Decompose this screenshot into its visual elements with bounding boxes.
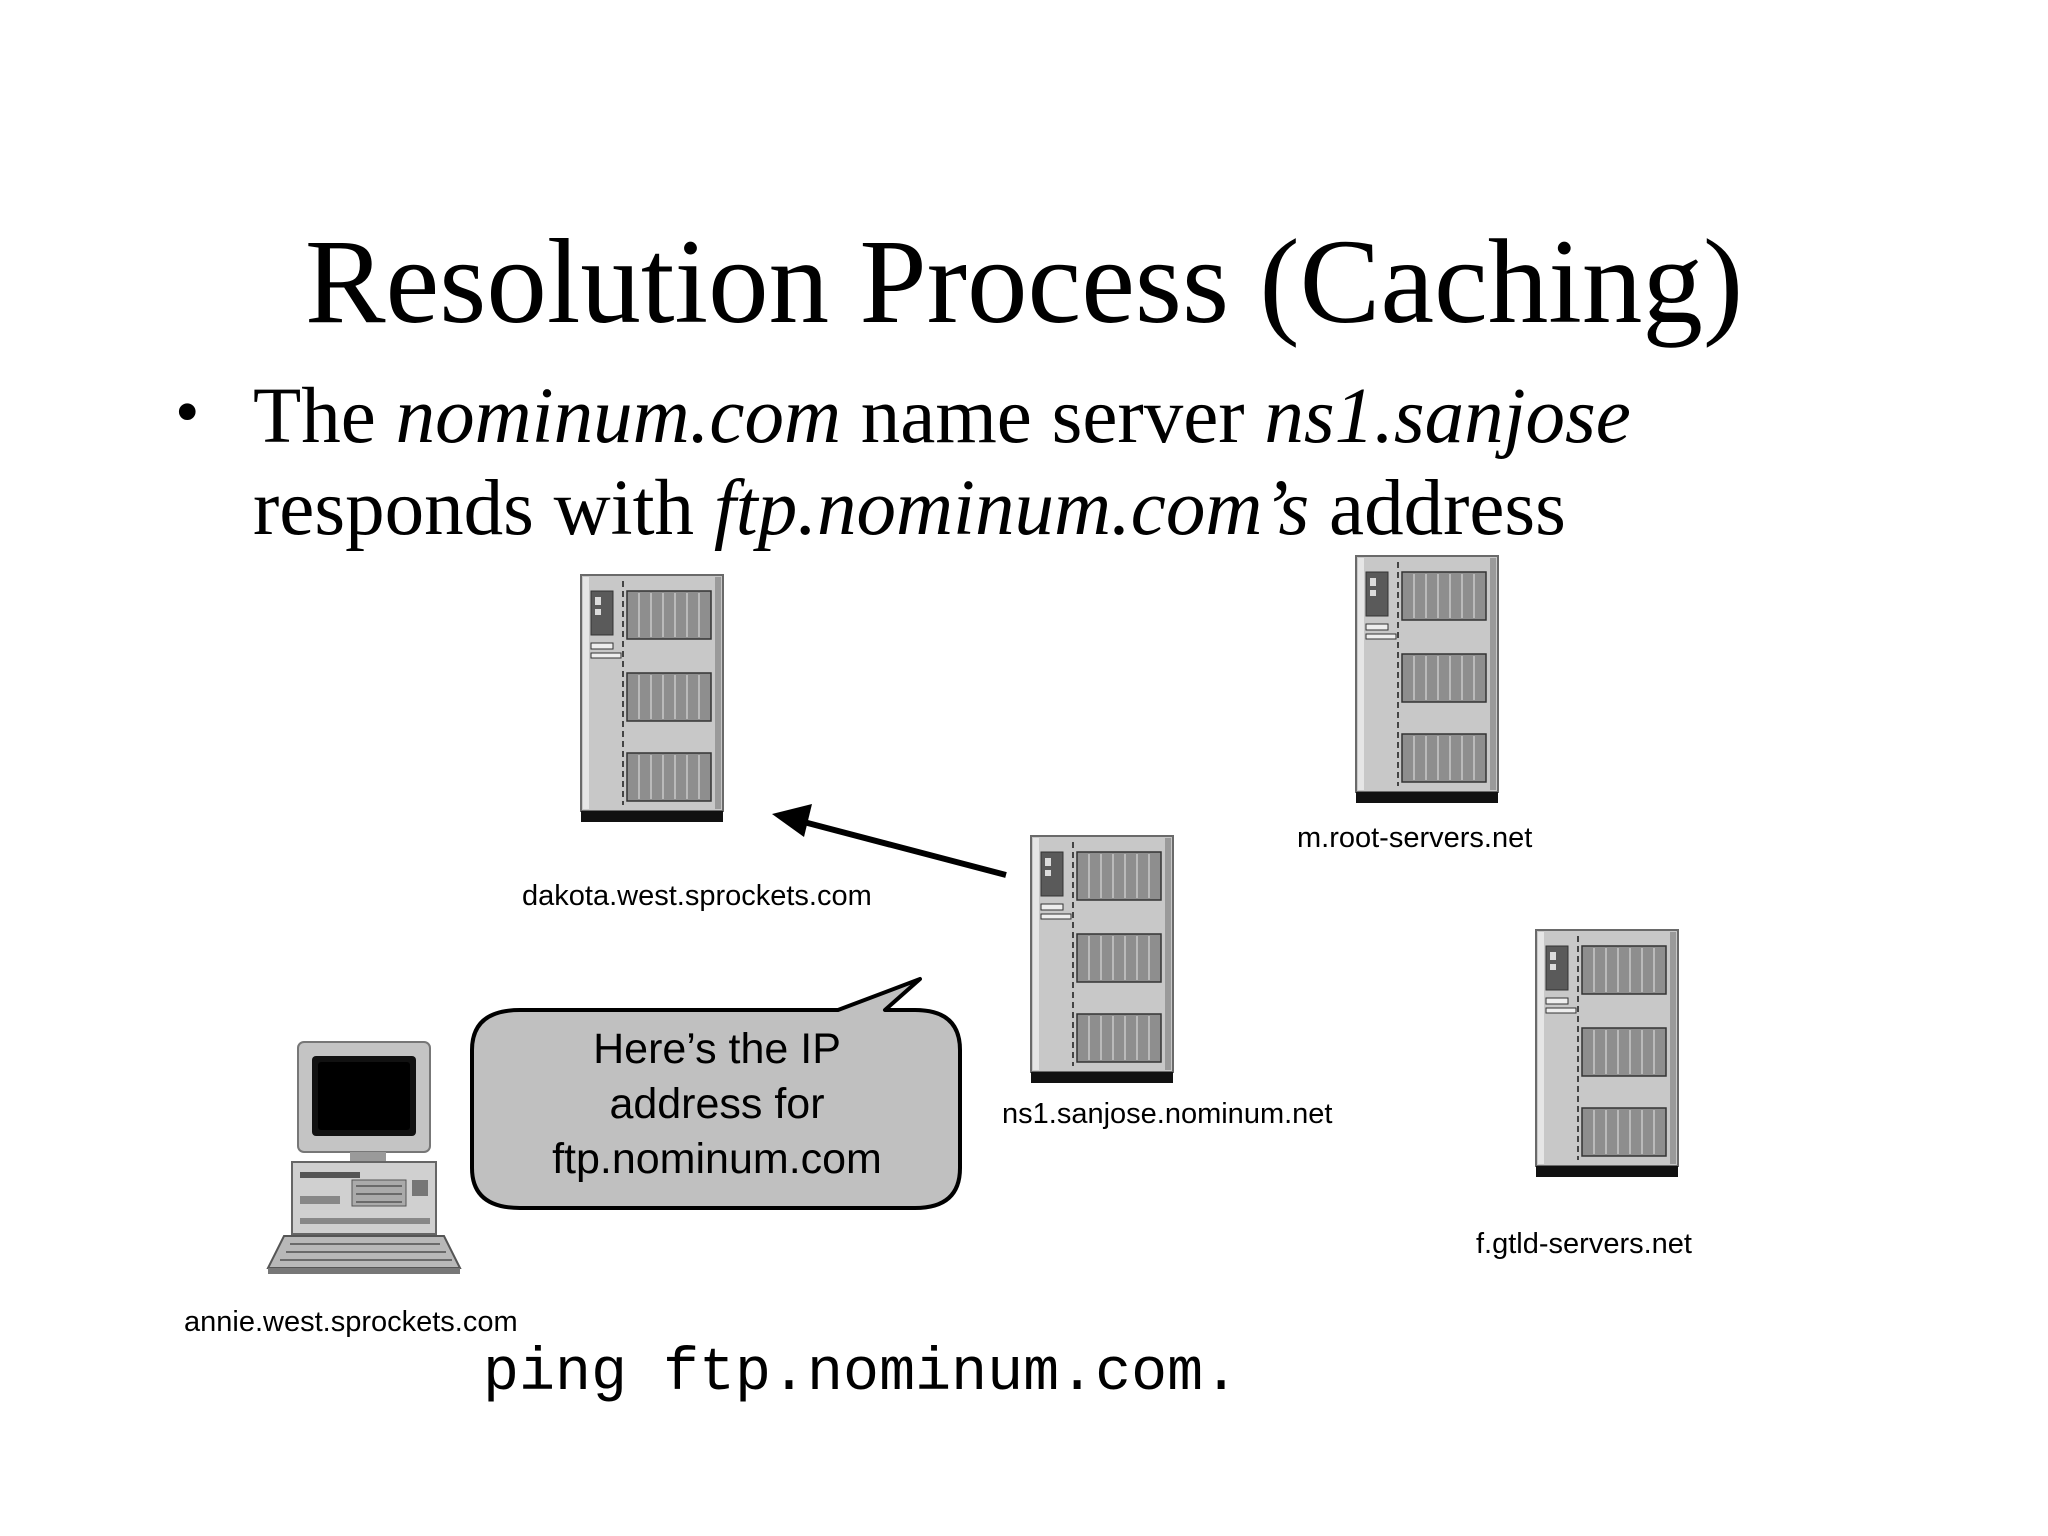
bullet-symbol: • <box>175 374 200 451</box>
bullet-italic-domain: nominum.com <box>395 373 841 460</box>
server-tower-icon <box>1355 555 1499 804</box>
bubble-line: address for <box>609 1080 825 1128</box>
ping-command: ping ftp.nominum.com. <box>483 1340 1240 1408</box>
bullet-line-2: responds with ftp.nominum.com’s address <box>253 462 1566 556</box>
bullet-italic-host: ftp.nominum.com’s <box>713 465 1310 552</box>
desktop-computer-icon <box>266 1041 462 1274</box>
server-tower-icon <box>580 574 724 823</box>
host-label-dakota: dakota.west.sprockets.com <box>522 880 872 912</box>
bubble-line: ftp.nominum.com <box>552 1135 882 1183</box>
bullet-text: The <box>253 373 396 460</box>
slide-title: Resolution Process (Caching) <box>304 215 1744 349</box>
host-label-root: m.root-servers.net <box>1297 822 1533 854</box>
bullet-text: responds with <box>253 465 714 552</box>
bullet-italic-server: ns1.sanjose <box>1264 373 1631 460</box>
host-label-ns1: ns1.sanjose.nominum.net <box>1002 1098 1333 1130</box>
host-label-annie: annie.west.sprockets.com <box>184 1306 518 1338</box>
host-label-gtld: f.gtld-servers.net <box>1476 1228 1692 1260</box>
bullet-text: address <box>1309 465 1566 552</box>
speech-bubble <box>470 977 962 1210</box>
bubble-text: Here’s the IP address for ftp.nominum.co… <box>472 1022 962 1187</box>
bubble-line: Here’s the IP <box>593 1025 841 1073</box>
arrow-left-icon <box>772 804 1007 878</box>
server-tower-icon <box>1030 835 1174 1084</box>
bullet-text: name server <box>841 373 1265 460</box>
server-tower-icon <box>1535 929 1679 1178</box>
bullet-line-1: The nominum.com name server ns1.sanjose <box>253 370 1631 464</box>
